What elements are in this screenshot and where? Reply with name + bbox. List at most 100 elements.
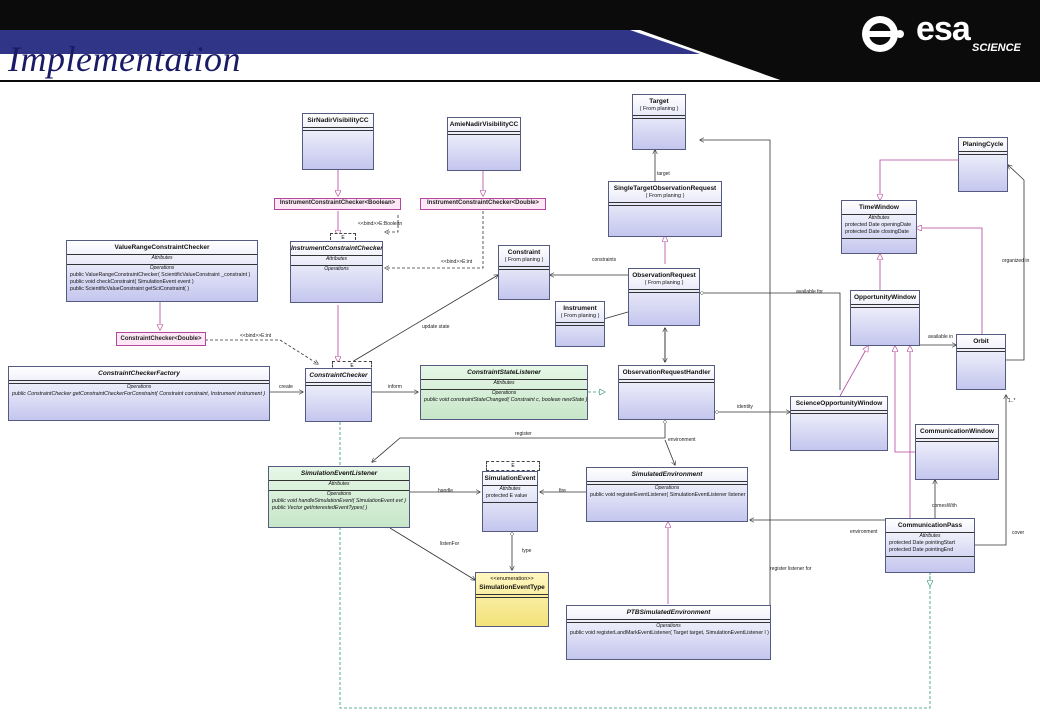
class-simulatedenvironment[interactable]: SimulatedEnvironment Operations public v… [586, 467, 748, 522]
class-name: OpportunityWindow [853, 294, 917, 301]
class-communicationwindow[interactable]: CommunicationWindow [915, 424, 999, 480]
assoc-label-identity: identity [737, 404, 753, 410]
class-name: SimulationEventListener [300, 470, 378, 477]
logo-subtitle: SCIENCE [972, 42, 1021, 54]
class-observationrequesthandler[interactable]: ObservationRequestHandler [618, 365, 715, 420]
class-name: ObservationRequest [632, 272, 696, 279]
assoc-label-comes-with: comesWith [932, 503, 957, 509]
operations-header: Operations [324, 266, 349, 272]
class-name: ObservationRequestHandler [622, 369, 711, 376]
class-ptbsimulatedenvironment[interactable]: PTBSimulatedEnvironment Operations publi… [566, 605, 771, 660]
operations-header: Operations [149, 265, 175, 271]
attributes-header: Attributes [493, 380, 515, 386]
assoc-label-environment-2: environment [850, 529, 878, 535]
assoc-label-constraints: constraints [592, 257, 617, 263]
class-name: SimulatedEnvironment [631, 471, 703, 478]
class-timewindow[interactable]: TimeWindow Attributes protected Date ope… [841, 200, 917, 254]
attributes-header: Attributes [499, 486, 521, 492]
class-target[interactable]: Target ( From planing ) [632, 94, 686, 150]
assoc-label-register-listener-for: register listener for [770, 566, 812, 572]
assoc-label-cover: cover [1012, 530, 1025, 536]
attribute-line: protected E value [486, 493, 528, 499]
assoc-label-fire: fire [559, 488, 566, 494]
attributes-header: Attributes [328, 481, 350, 487]
esa-logo-icon [862, 16, 904, 52]
operation-line: public void constraintStateChanged( Cons… [424, 397, 588, 403]
operation-line: public Vector getInterestedEventTypes( ) [272, 505, 368, 511]
class-communicationpass[interactable]: CommunicationPass Attributes protected D… [885, 518, 975, 573]
enum-stereotype: <<enumeration>> [490, 576, 534, 582]
class-name: TimeWindow [859, 204, 899, 211]
binding-constraintchecker-double[interactable]: ConstraintChecker<Double> [116, 332, 206, 346]
class-name: ConstraintStateListener [467, 369, 541, 376]
class-name: ValueRangeConstraintChecker [114, 244, 210, 251]
assoc-label-environment-1: environment [668, 437, 696, 443]
class-singletargetobservationrequest[interactable]: SingleTargetObservationRequest ( From pl… [608, 181, 722, 237]
class-instrument[interactable]: Instrument ( From planing ) [555, 301, 605, 347]
class-constraintcheckerfactory[interactable]: ConstraintCheckerFactory Operations publ… [8, 366, 270, 421]
class-origin-note: ( From planing ) [645, 193, 685, 199]
class-sirnadirvisibilitycc[interactable]: SirNadirVisibilityCC [302, 113, 374, 170]
class-origin-note: ( From planing ) [504, 257, 544, 263]
operations-header: Operations [491, 390, 517, 396]
operations-header: Operations [654, 485, 680, 491]
attribute-line: protected Date openingDate [845, 222, 912, 228]
class-constraintchecker[interactable]: ConstraintChecker [305, 368, 372, 422]
class-name: CommunicationPass [897, 522, 963, 529]
attributes-header: Attributes [325, 256, 348, 262]
assoc-label-handle: handle [438, 488, 454, 494]
operation-line: public ValueRangeConstraintChecker( Scie… [70, 272, 251, 278]
class-instrumentconstraintchecker[interactable]: InstrumentConstraintChecker Attributes O… [290, 241, 383, 303]
class-name: ConstraintChecker [309, 372, 368, 379]
class-name: InstrumentConstraintChecker [291, 245, 383, 252]
class-name: PlaningCycle [962, 141, 1004, 148]
assoc-label-organized-in: organized in [1002, 258, 1030, 264]
attributes-header: Attributes [151, 255, 173, 261]
binding-instrumentconstraintchecker-double[interactable]: InstrumentConstraintChecker<Double> [420, 198, 546, 210]
class-name: Orbit [973, 338, 989, 345]
assoc-label-register: register [515, 431, 532, 437]
class-name: SimulationEventType [479, 584, 545, 591]
class-origin-note: ( From planing ) [560, 313, 600, 319]
logo-word: esa [916, 10, 971, 48]
class-observationrequest[interactable]: ObservationRequest ( From planing ) [628, 268, 700, 326]
class-name: CommunicationWindow [920, 428, 994, 435]
class-name: PTBSimulatedEnvironment [626, 609, 711, 616]
assoc-label-inform: inform [388, 384, 402, 390]
binding-instrumentconstraintchecker-boolean[interactable]: InstrumentConstraintChecker<Boolean> [274, 198, 401, 210]
template-param-simulationevent: E [486, 461, 540, 471]
class-planingcycle[interactable]: PlaningCycle [958, 137, 1008, 192]
class-valuerangeconstraintchecker[interactable]: ValueRangeConstraintChecker Attributes O… [66, 240, 258, 302]
operation-line: public void handleSimulationEvent( Simul… [272, 498, 406, 504]
class-name: ConstraintCheckerFactory [98, 370, 180, 377]
attribute-line: protected Date pointingEnd [889, 547, 954, 553]
operation-line: public ConstraintChecker getConstraintCh… [12, 391, 266, 397]
assoc-label-listen-for: listenFor [440, 541, 460, 547]
enum-simulationeventtype[interactable]: <<enumeration>> SimulationEventType [475, 572, 549, 627]
bind-label-int-2: <<bind>>E:int [240, 333, 272, 339]
class-name: SingleTargetObservationRequest [613, 185, 717, 192]
interface-simulationeventlistener[interactable]: SimulationEventListener Attributes Opera… [268, 466, 410, 528]
bind-label-boolean: <<bind>>E:Boolean [358, 221, 403, 227]
class-orbit[interactable]: Orbit [956, 334, 1006, 390]
class-constraint[interactable]: Constraint ( From planing ) [498, 245, 550, 300]
class-name: SirNadirVisibilityCC [307, 117, 369, 124]
class-amienadirvisibilitycc[interactable]: AmieNadirVisibilityCC [447, 117, 521, 171]
operation-line: public void registerLandMarkEventListene… [570, 630, 769, 636]
class-name: Instrument [563, 305, 597, 312]
interface-constraintstatelistener[interactable]: ConstraintStateListener Attributes Opera… [420, 365, 588, 420]
class-name: Constraint [507, 249, 541, 256]
bind-label-int-1: <<bind>>E:int [441, 259, 473, 265]
class-opportunitywindow[interactable]: OpportunityWindow [850, 290, 920, 346]
attribute-line: protected Date pointingStart [889, 540, 955, 546]
class-name: ScienceOpportunityWindow [795, 400, 883, 407]
operation-line: public ScientificValueConstraint getSciC… [70, 286, 190, 292]
class-scienceopportunitywindow[interactable]: ScienceOpportunityWindow [790, 396, 888, 451]
assoc-label-available-for: available for [796, 289, 823, 295]
slide-title: Implementation [8, 39, 241, 79]
class-name: Target [649, 98, 669, 105]
class-simulationevent[interactable]: SimulationEvent Attributes protected E v… [482, 471, 538, 532]
assoc-label-target: target [657, 171, 670, 177]
class-origin-note: ( From planing ) [644, 280, 684, 286]
operation-line: public void registerEventListener( Simul… [590, 492, 748, 498]
